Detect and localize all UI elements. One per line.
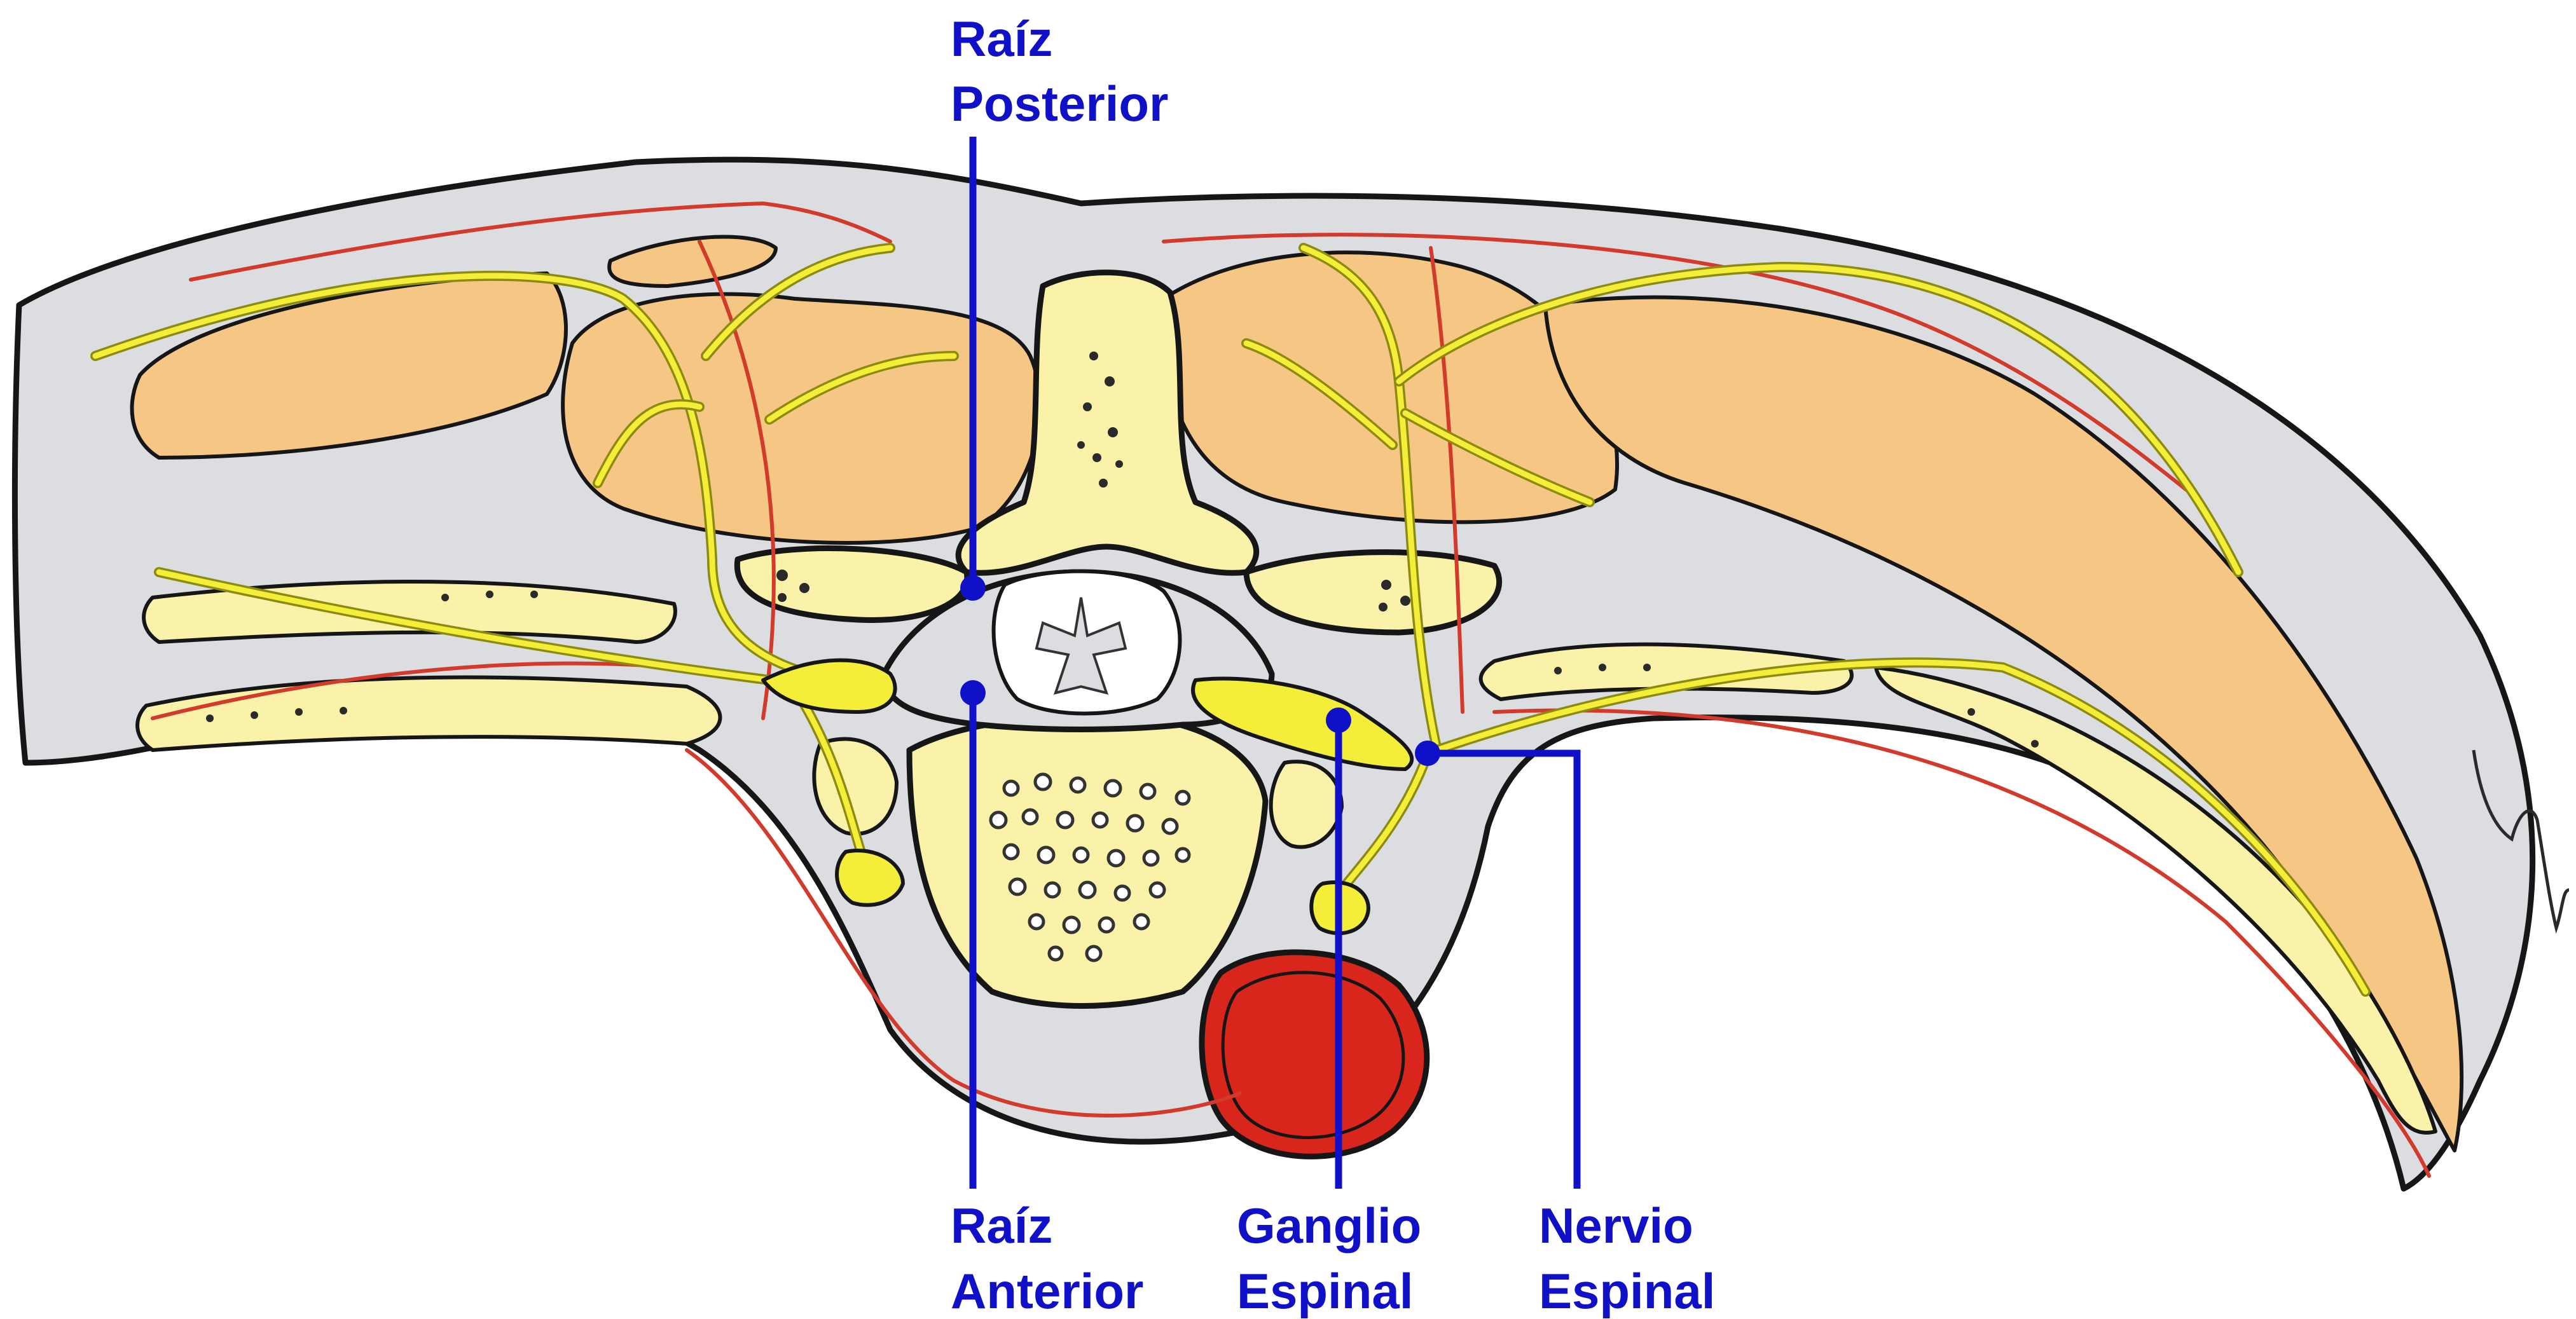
label-nervio-espinal-line2: Espinal xyxy=(1539,1263,1715,1319)
rib-head-right xyxy=(1271,762,1342,847)
label-raiz-anterior-line2: Anterior xyxy=(951,1263,1143,1319)
muscle-left-inner xyxy=(563,294,1040,543)
label-raiz-anterior-line1: Raíz xyxy=(951,1198,1052,1254)
label-raiz-posterior-line1: Raíz xyxy=(951,11,1052,67)
aorta xyxy=(1202,952,1427,1156)
label-nervio-espinal-line1: Nervio xyxy=(1539,1198,1693,1254)
label-ganglio-espinal-line2: Espinal xyxy=(1237,1263,1413,1319)
label-raiz-posterior-line2: Posterior xyxy=(951,76,1168,132)
label-ganglio-espinal-line1: Ganglio xyxy=(1237,1198,1421,1254)
vertebral-body xyxy=(909,716,1265,1006)
